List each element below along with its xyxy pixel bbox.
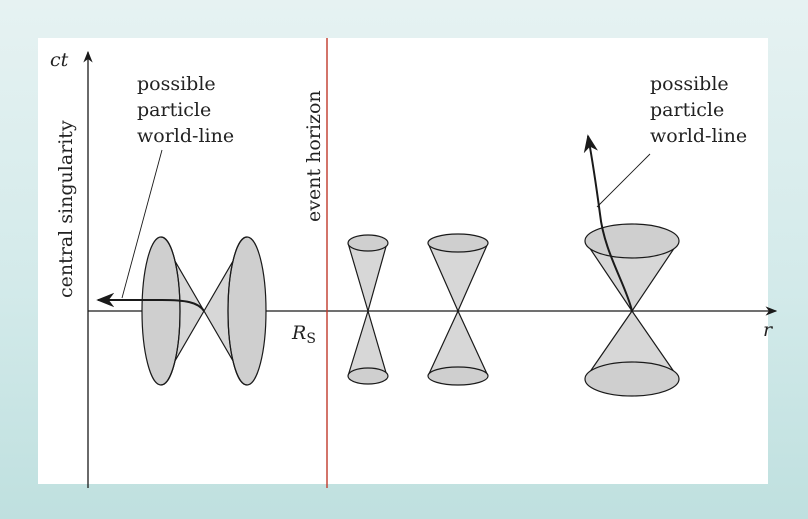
- narrow-light-cone: [348, 235, 388, 384]
- right-leader-line: [597, 154, 650, 207]
- r-axis-label: r: [763, 319, 774, 341]
- ct-axis-label: ct: [50, 49, 69, 71]
- central-singularity-label: central singularity: [55, 120, 77, 298]
- schwarzschild-radius-label: RS: [291, 322, 316, 347]
- event-horizon-label: event horizon: [303, 90, 325, 222]
- medium-light-cone: [428, 234, 488, 385]
- right-worldline-label: possible particle world-line: [650, 73, 747, 147]
- left-worldline-label: possible particle world-line: [137, 73, 234, 147]
